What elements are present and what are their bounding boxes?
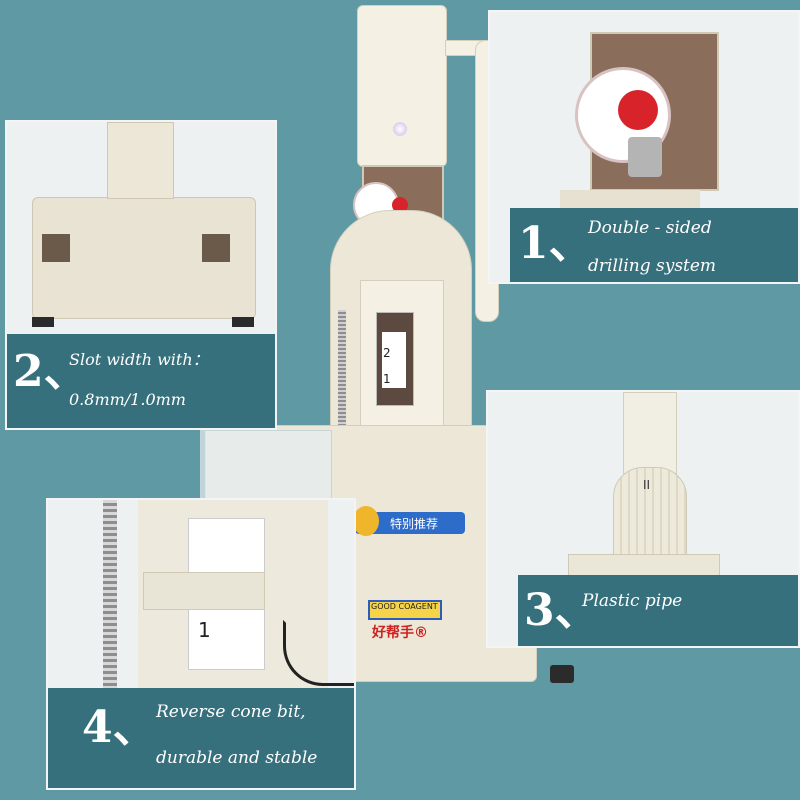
clear-cover — [200, 430, 332, 502]
promo-tag — [355, 512, 465, 534]
foot-right — [232, 317, 254, 327]
callout-4-line-2: durable and stable — [156, 748, 318, 768]
panel-cone-bit: 1 4、 Reverse cone bit, durable and stabl… — [46, 498, 356, 790]
scale-number-1: 1 — [198, 618, 211, 642]
machine-photo-column — [107, 122, 174, 199]
callout-1-line-1: Double - sided — [588, 218, 712, 238]
top-cylinder — [357, 5, 447, 167]
pipe-mark: II — [643, 478, 651, 492]
scale-number-2: 2 — [383, 346, 391, 360]
panel-drilling-system: 1、 Double - sided drilling system — [488, 10, 800, 284]
cable — [283, 620, 354, 686]
base-plate — [560, 190, 700, 208]
callout-3-line-1: Plastic pipe — [582, 591, 683, 611]
brand-badge — [368, 600, 442, 620]
red-knob-icon — [618, 90, 658, 130]
scale-number-1: 1 — [383, 372, 391, 386]
promo-tag-text: 特别推荐 — [390, 517, 439, 531]
callout-1-number: 1、 — [518, 218, 593, 269]
callout-3-caption: 3、 Plastic pipe — [518, 575, 798, 646]
brand-badge-text: GOOD COAGENT — [371, 602, 438, 611]
callout-2-number: 2、 — [13, 346, 88, 397]
chinese-brand: 好帮手® — [372, 625, 428, 641]
callout-2-caption: 2、 Slot width with： 0.8mm/1.0mm — [7, 334, 275, 428]
pipe-column — [623, 392, 677, 474]
central-machine: 2 1 特别推荐 GOOD COAGENT 好帮手® — [200, 0, 620, 690]
callout-4-caption: 4、 Reverse cone bit, durable and stable — [48, 688, 354, 788]
callout-4-number: 4、 — [82, 702, 157, 753]
callout-1-caption: 1、 Double - sided drilling system — [510, 208, 798, 282]
callout-3-number: 3、 — [524, 585, 599, 636]
plastic-pipe — [613, 467, 687, 569]
slot-left — [42, 234, 70, 262]
chuck-nut — [628, 137, 662, 177]
callout-2-line-1: Slot width with： — [69, 350, 209, 369]
callout-4-line-1: Reverse cone bit, — [156, 702, 306, 722]
thumb-icon — [353, 506, 379, 536]
threaded-rod — [338, 310, 346, 490]
red-knob-icon — [392, 197, 408, 213]
panel-plastic-pipe: II 3、 Plastic pipe — [486, 390, 800, 648]
arm-bracket — [143, 572, 265, 610]
rubber-foot — [550, 665, 574, 683]
foot-left — [32, 317, 54, 327]
callout-2-line-2: 0.8mm/1.0mm — [69, 390, 186, 409]
slot-right — [202, 234, 230, 262]
crystal-icon — [393, 122, 407, 136]
panel-slot-width: 2、 Slot width with： 0.8mm/1.0mm — [5, 120, 277, 430]
callout-1-line-2: drilling system — [588, 256, 717, 276]
pipe-base — [568, 554, 720, 576]
threaded-rod — [103, 500, 117, 700]
scale-plate — [382, 332, 406, 388]
